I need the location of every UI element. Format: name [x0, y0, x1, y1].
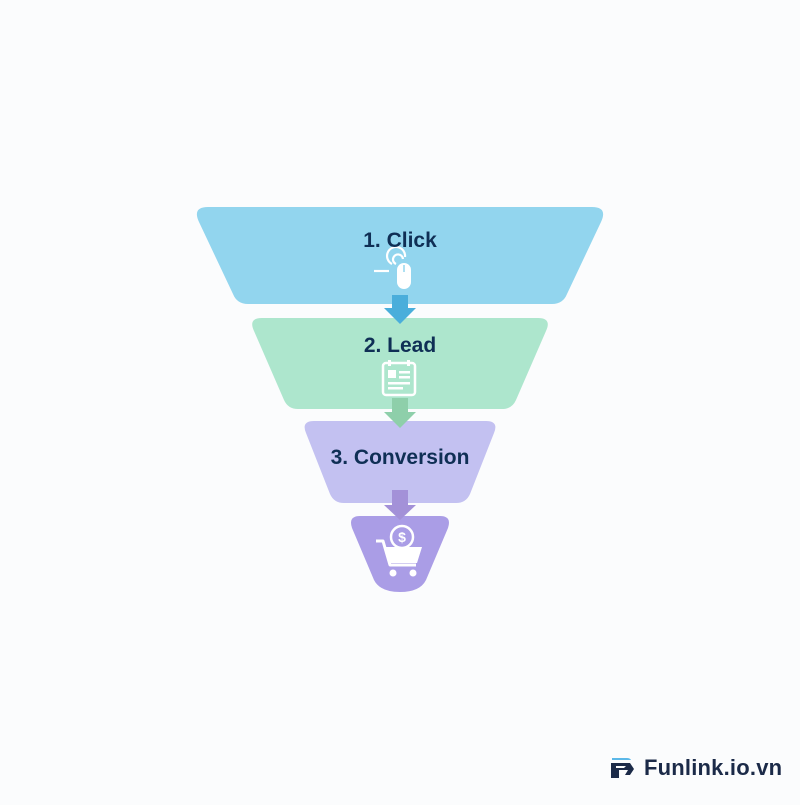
funnel-stage-2-label: 2. Lead: [363, 334, 437, 357]
mouse-click-icon: [374, 245, 411, 289]
shopping-cart-dollar-icon: $: [376, 524, 422, 577]
funnel-stage-1-label: 1. Click: [363, 229, 437, 252]
funnel-stage-3-label: 3. Conversion: [330, 446, 470, 469]
form-document-icon: [381, 360, 417, 397]
arrow-down-icon: [384, 398, 416, 428]
brand-name: Funlink.io.vn: [644, 755, 783, 780]
svg-text:$: $: [398, 529, 406, 545]
brand-logo: Funlink.io.vn: [610, 755, 782, 781]
arrow-down-icon: [384, 490, 416, 520]
funnel-stage-3-shape: [304, 421, 496, 503]
arrow-down-icon: [384, 295, 416, 324]
funlink-logo-icon: [611, 758, 634, 778]
